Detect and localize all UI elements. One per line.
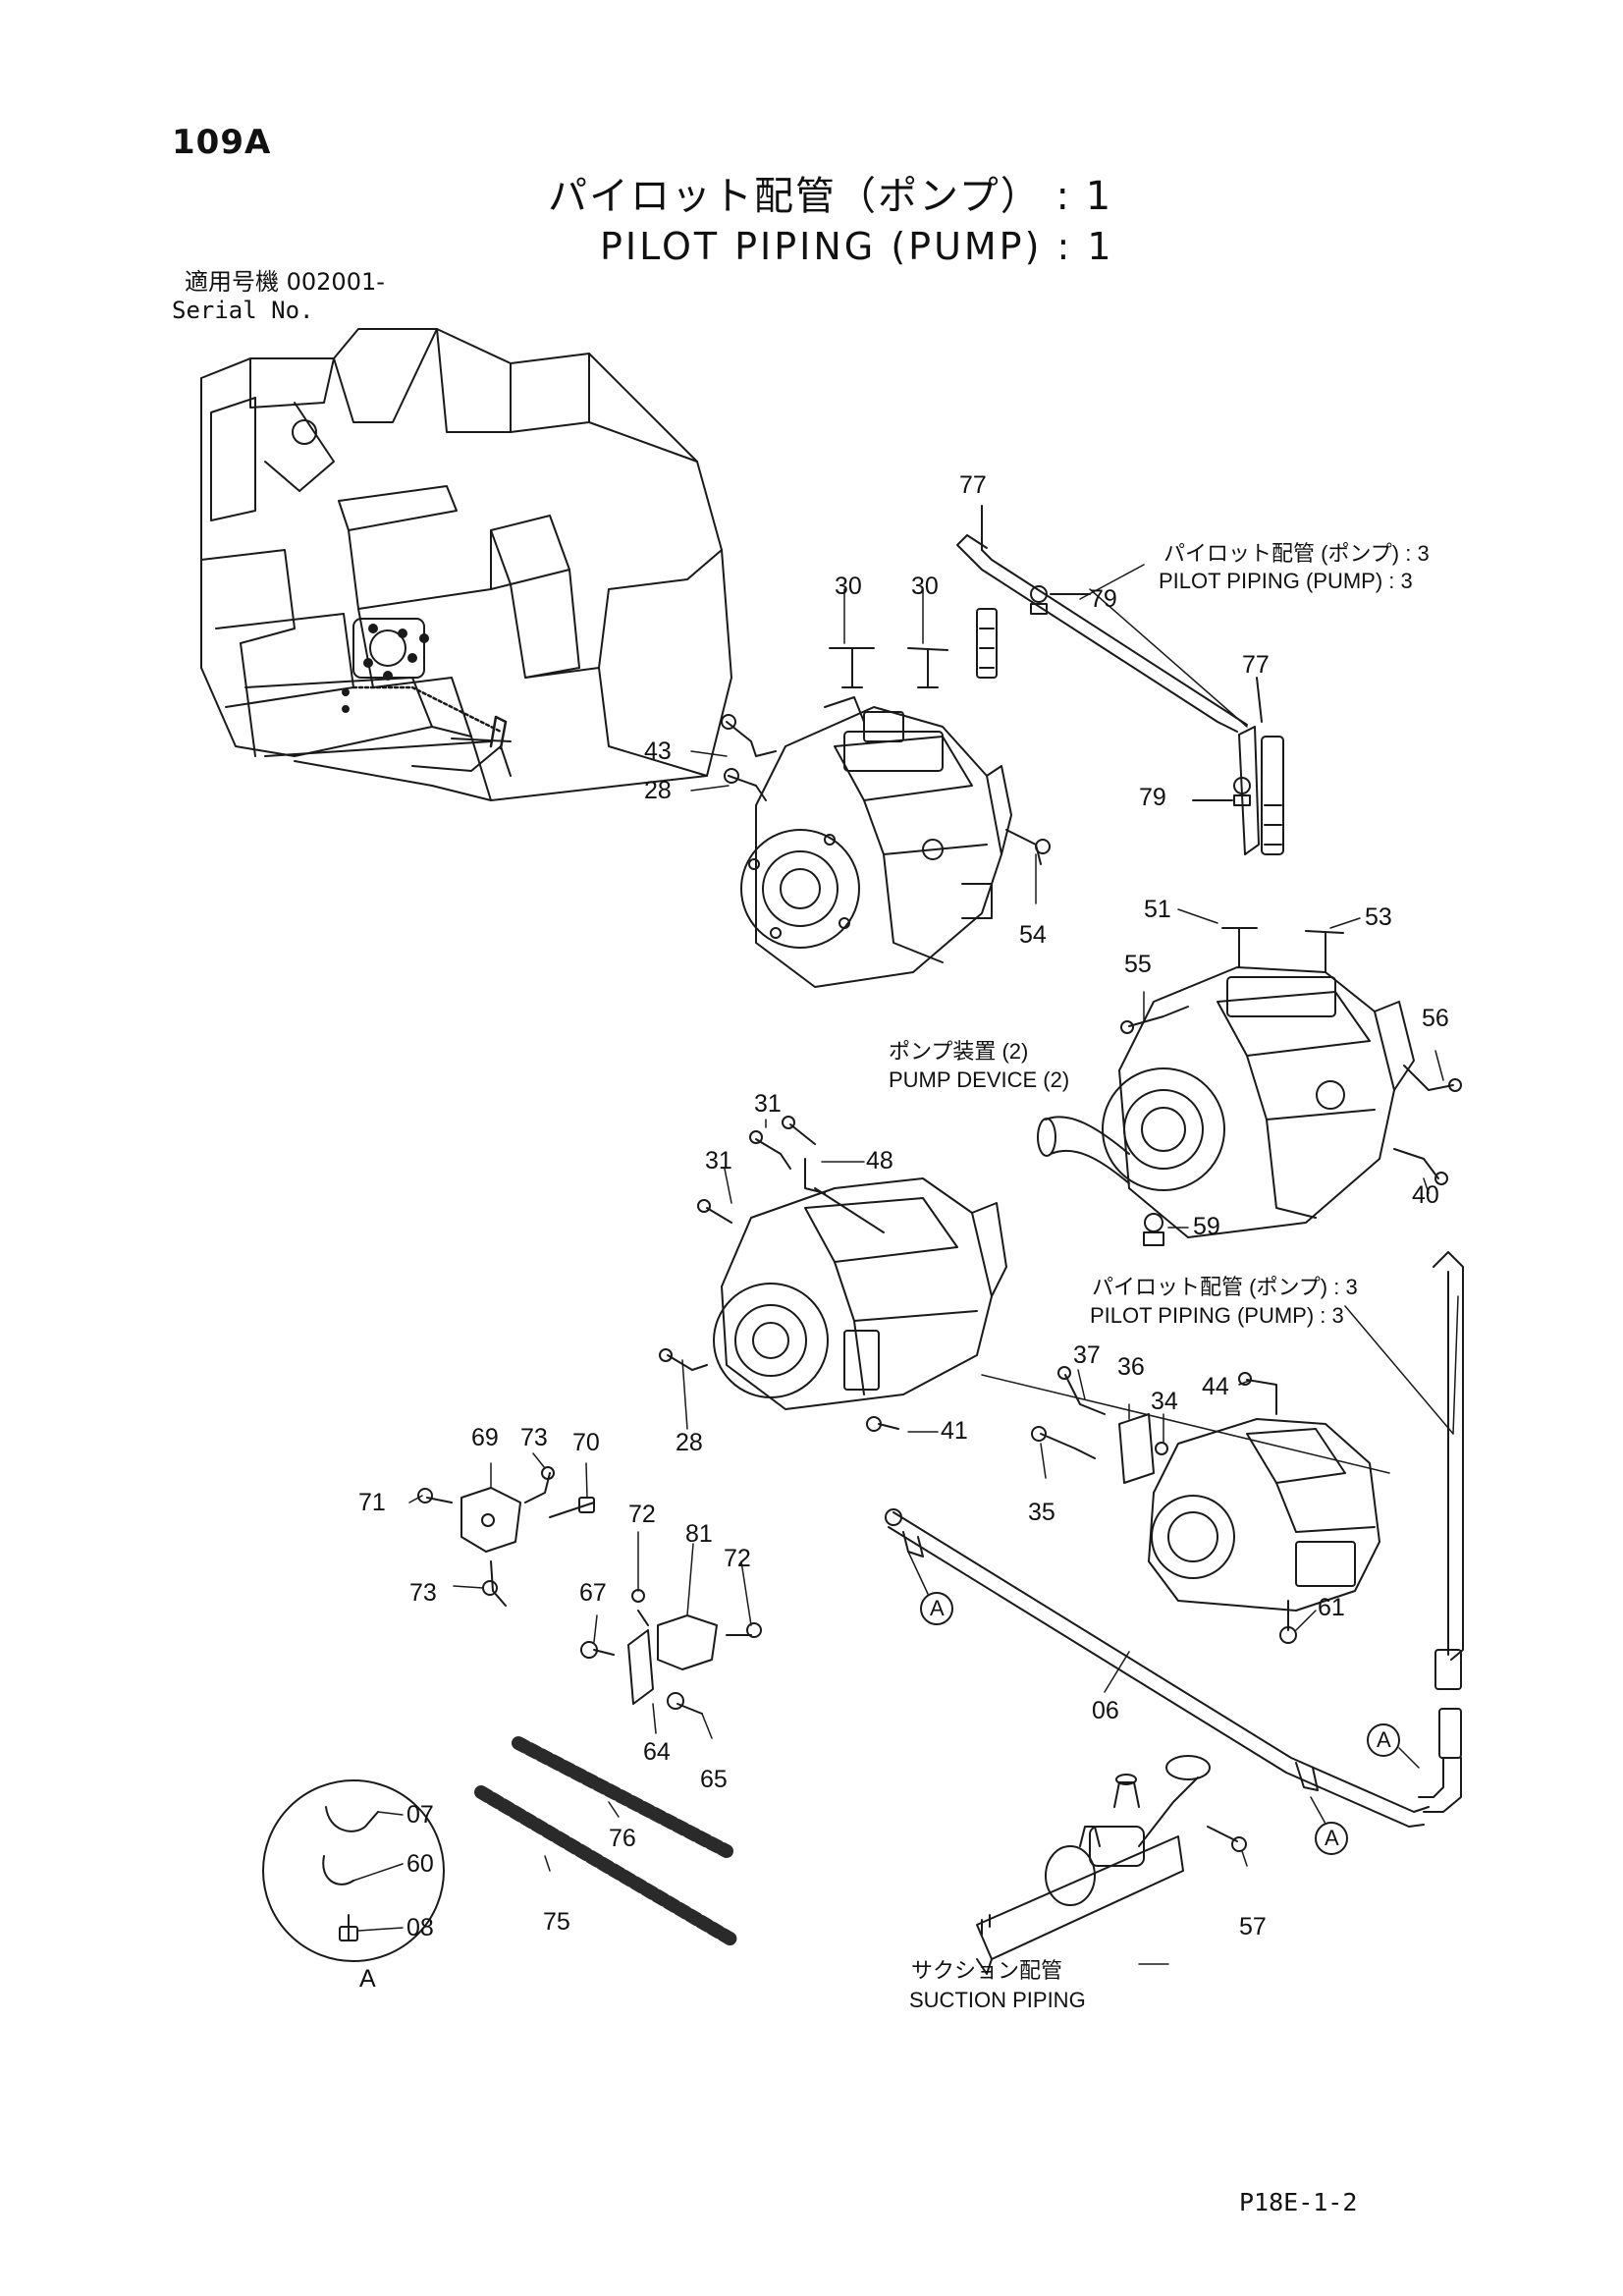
block-group-center	[581, 1590, 761, 1714]
part-label-28: 28	[676, 1429, 703, 1456]
part-label-40: 40	[1412, 1181, 1439, 1209]
part-label-75: 75	[543, 1908, 570, 1936]
part-label-30: 30	[911, 573, 939, 600]
suction-piping-assembly	[977, 1756, 1246, 1974]
ref-suction-piping-ja: サクション配管	[911, 1958, 1063, 1983]
part-label-67: 67	[579, 1579, 607, 1607]
callout-a-circle-2	[1316, 1823, 1347, 1854]
serial-label-japanese: 適用号機 002001-	[185, 268, 385, 296]
callout-a-circle-1	[921, 1593, 952, 1624]
part-label-54: 54	[1019, 921, 1047, 949]
footer-code: P18E-1-2	[1239, 2188, 1358, 2216]
ref-pilot-piping-3-mid-ja: パイロット配管 (ポンプ) : 3	[1092, 1275, 1358, 1299]
part-label-69: 69	[471, 1424, 499, 1451]
part-label-51: 51	[1144, 896, 1171, 923]
part-label-44: 44	[1202, 1373, 1229, 1400]
detail-a-label: A	[359, 1965, 376, 1993]
ref-suction-piping-en: SUCTION PIPING	[909, 1988, 1086, 2012]
leader-lines	[353, 565, 1458, 1964]
part-label-64: 64	[643, 1738, 671, 1766]
ref-pilot-piping-3-top-en: PILOT PIPING (PUMP) : 3	[1159, 569, 1413, 593]
part-label-71: 71	[358, 1489, 386, 1516]
part-label-77: 77	[1242, 651, 1270, 679]
part-label-07: 07	[406, 1801, 434, 1829]
part-label-35: 35	[1028, 1499, 1055, 1526]
pump-assembly-right	[1038, 928, 1461, 1245]
part-label-73: 73	[409, 1579, 437, 1607]
serial-label-english: Serial No.	[172, 297, 314, 324]
part-label-79: 79	[1090, 585, 1117, 613]
part-label-43: 43	[644, 738, 672, 765]
part-label-76: 76	[609, 1825, 636, 1852]
part-label-73: 73	[520, 1424, 548, 1451]
part-label-31: 31	[705, 1147, 732, 1175]
part-label-57: 57	[1239, 1913, 1267, 1941]
part-label-72: 72	[724, 1545, 751, 1572]
pump-assembly-upper	[722, 648, 1050, 987]
part-label-79: 79	[1139, 784, 1166, 811]
title-japanese: パイロット配管（ポンプ） : 1	[548, 174, 1113, 219]
part-label-37: 37	[1073, 1341, 1101, 1369]
callout-a-2: A	[1325, 1826, 1339, 1850]
pipe-06	[886, 1509, 1429, 1827]
part-label-08: 08	[406, 1914, 434, 1941]
callout-a-1: A	[930, 1596, 945, 1620]
ref-pump-device-en: PUMP DEVICE (2)	[889, 1067, 1070, 1092]
part-label-72: 72	[628, 1501, 656, 1528]
part-label-70: 70	[572, 1429, 600, 1456]
ref-pilot-piping-3-top-ja: パイロット配管 (ポンプ) : 3	[1163, 541, 1430, 566]
pump-assembly-center	[660, 1117, 1006, 1431]
page-number: 109A	[172, 123, 272, 162]
part-label-55: 55	[1124, 951, 1152, 978]
block-group-left	[418, 1467, 594, 1606]
ref-pilot-piping-3-mid-en: PILOT PIPING (PUMP) : 3	[1090, 1303, 1344, 1328]
part-label-06: 06	[1092, 1697, 1119, 1724]
part-label-28: 28	[644, 777, 672, 804]
detail-a-circle	[263, 1780, 444, 1961]
ref-pump-device-ja: ポンプ装置 (2)	[889, 1039, 1029, 1064]
part-label-36: 36	[1117, 1353, 1145, 1381]
part-label-61: 61	[1318, 1594, 1345, 1621]
part-label-60: 60	[406, 1850, 434, 1878]
pilot-pipe-long-right	[1419, 1252, 1463, 1812]
part-label-30: 30	[835, 573, 862, 600]
part-label-31: 31	[754, 1090, 782, 1118]
callout-a-3: A	[1377, 1727, 1391, 1752]
part-label-59: 59	[1193, 1213, 1220, 1240]
callout-a-circle-3	[1368, 1724, 1399, 1756]
part-label-34: 34	[1151, 1388, 1178, 1415]
machine-body-illustration	[201, 329, 731, 800]
part-label-81: 81	[685, 1520, 713, 1548]
part-label-48: 48	[866, 1147, 893, 1175]
part-label-41: 41	[941, 1417, 968, 1445]
part-label-65: 65	[700, 1766, 728, 1793]
part-label-56: 56	[1422, 1005, 1449, 1032]
part-label-77: 77	[959, 471, 987, 499]
pump-assembly-lower	[1032, 1367, 1380, 1643]
title-english: PILOT PIPING (PUMP) : 1	[600, 225, 1114, 268]
spring-protectors	[481, 1743, 731, 1940]
part-label-53: 53	[1365, 903, 1392, 931]
